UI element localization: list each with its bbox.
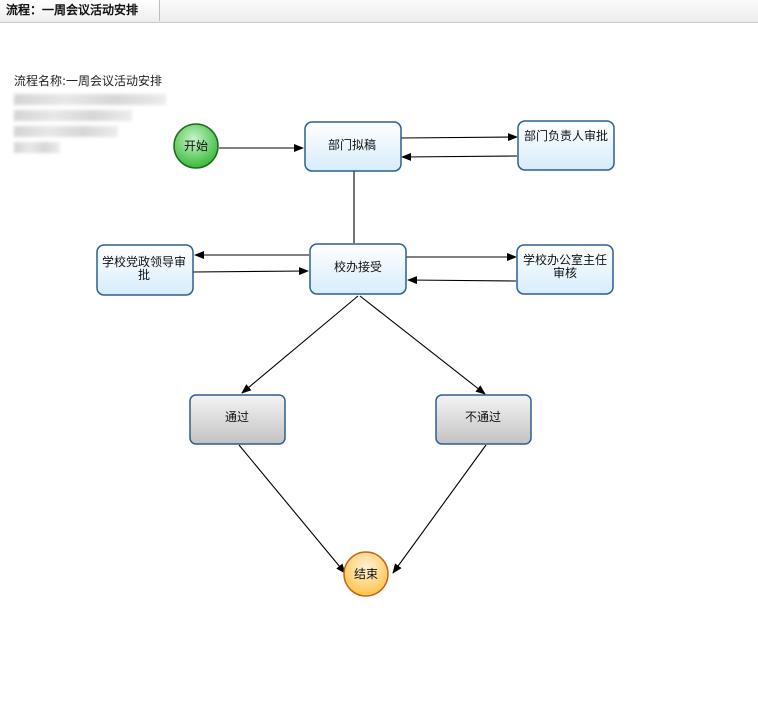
edge-office-pass [241, 295, 359, 394]
node-office-director-line2: 审核 [553, 265, 577, 280]
node-end-label: 结束 [354, 567, 378, 581]
edge-depthead-draft [401, 152, 518, 161]
node-dept-head-label: 部门负责人审批 [524, 128, 608, 143]
redacted-line [14, 126, 118, 137]
node-party-leader-line1: 学校党政领导审 [102, 254, 186, 269]
node-school-office-label: 校办接受 [334, 259, 382, 274]
tab-process[interactable]: 流程：一周会议活动安排 [0, 0, 160, 21]
node-start-label: 开始 [184, 139, 208, 153]
node-pass-label: 通过 [225, 410, 249, 424]
node-reject-label: 不通过 [465, 410, 501, 424]
tab-bar: 流程：一周会议活动安排 [0, 0, 758, 23]
node-party-leader[interactable]: 学校党政领导审 批 [96, 244, 194, 296]
node-pass[interactable]: 通过 [189, 394, 286, 445]
process-name: 流程名称:一周会议活动安排 [14, 74, 163, 88]
node-dept-head[interactable]: 部门负责人审批 [517, 120, 615, 171]
edge-draft-depthead [400, 133, 518, 142]
node-start[interactable]: 开始 [173, 123, 219, 169]
process-info: 流程名称:一周会议活动安排 [14, 73, 174, 153]
redacted-line [14, 142, 60, 153]
edge-reject-end [392, 444, 487, 574]
edge-party-office [192, 267, 309, 276]
redacted-line [14, 94, 166, 105]
node-reject[interactable]: 不通过 [435, 394, 532, 445]
node-office-director[interactable]: 学校办公室主任 审核 [516, 244, 614, 295]
redacted-line [14, 110, 132, 121]
node-party-leader-line2: 批 [138, 267, 150, 282]
node-draft-label: 部门拟稿 [328, 137, 376, 152]
node-office-director-line1: 学校办公室主任 [523, 252, 607, 267]
node-draft[interactable]: 部门拟稿 [304, 121, 402, 172]
edge-director-office [407, 276, 517, 285]
node-school-office[interactable]: 校办接受 [309, 243, 407, 295]
edge-pass-end [238, 444, 346, 574]
node-end[interactable]: 结束 [343, 551, 389, 597]
edge-office-reject [359, 295, 486, 395]
